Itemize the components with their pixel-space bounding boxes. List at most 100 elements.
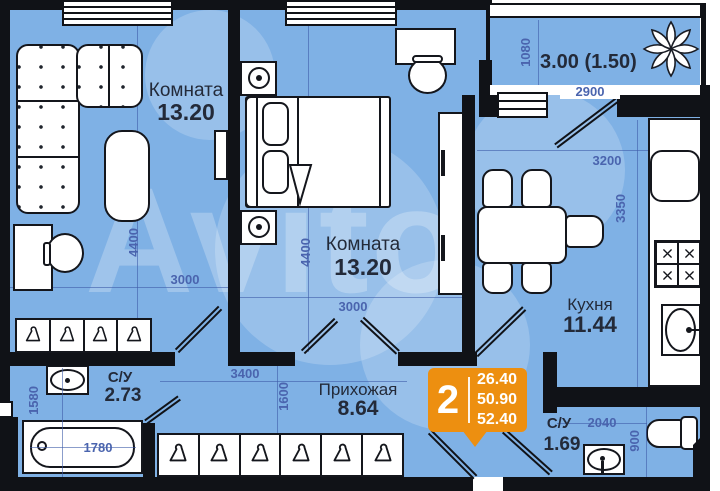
wall-right-thick — [693, 445, 710, 491]
bathtub-drain — [37, 441, 47, 451]
room2-label: Комната — [325, 234, 401, 255]
speaker-nightstand — [240, 210, 277, 245]
wall-top — [0, 0, 492, 10]
hallway-area: 8.64 — [337, 397, 379, 420]
hallway-label: Прихожая — [318, 380, 398, 399]
dim-line — [557, 423, 647, 424]
wall-left-thick — [0, 417, 18, 477]
wardrobe-handle — [441, 150, 445, 176]
dim-line — [62, 368, 63, 477]
bathroom1-label: С/У — [107, 369, 133, 386]
dim-line — [277, 358, 278, 433]
sofa-vertical-section — [16, 44, 80, 214]
hanger-icon — [206, 442, 232, 468]
wall-left — [0, 0, 10, 477]
bathroom-sink-faucet — [65, 378, 70, 383]
window-room1 — [62, 0, 173, 26]
bathroom2-label: С/У — [546, 415, 572, 432]
dim-line — [30, 447, 136, 448]
stove-burner — [656, 264, 678, 286]
hanger-icon — [123, 325, 145, 347]
sofa-cushion-line — [108, 46, 110, 106]
blanket-fold — [288, 164, 313, 206]
wall-hallway-a — [10, 352, 175, 366]
dim-hallway-height: 1600 — [276, 382, 291, 411]
wall-bathroom2-top — [557, 387, 700, 407]
badge-areas: 26.40 50.90 52.40 — [477, 370, 517, 430]
dim-balcony-depth: 1080 — [518, 38, 533, 67]
kitchen-sink-faucet — [686, 327, 692, 333]
closet-cell — [197, 433, 241, 477]
closet-cell — [157, 433, 200, 477]
speaker-dot — [256, 75, 262, 81]
closet-hallway — [157, 433, 404, 477]
dim-room1-height: 4400 — [126, 228, 141, 257]
desk-chair-back — [43, 242, 51, 266]
closet-cell — [238, 433, 282, 477]
speaker-dot — [256, 224, 262, 230]
dim-bathtub: 1780 — [83, 440, 113, 455]
closet-cell — [361, 433, 404, 477]
wall-bathroom2-stub — [543, 352, 557, 413]
fridge — [650, 150, 700, 202]
dim-room1-width: 3000 — [170, 272, 200, 287]
tv-panel — [214, 130, 228, 180]
wall-niche — [0, 401, 13, 418]
window-kitchen-balcony — [497, 92, 548, 118]
hanger-icon — [165, 442, 191, 468]
bathroom1-area: 2.73 — [104, 385, 142, 406]
hanger-icon — [370, 442, 396, 468]
pillow — [262, 150, 289, 194]
dim-bathroom2-width: 2040 — [587, 415, 617, 430]
wall-bottom-right — [503, 477, 710, 491]
badge-divider — [468, 377, 470, 423]
dim-balcony-width: 2900 — [560, 85, 620, 99]
dim-hallway-width: 3400 — [230, 366, 260, 381]
wall-right — [700, 85, 710, 491]
kitchen-sink-faucet-line — [691, 329, 701, 331]
hanger-icon — [247, 442, 273, 468]
wall-bathroom1-right — [143, 423, 155, 477]
wall-bottom-left — [0, 477, 473, 491]
balcony-wall-left — [486, 3, 490, 87]
dim-room2-height: 4400 — [298, 238, 313, 267]
closet-cell — [15, 318, 51, 353]
kitchen-label: Кухня — [567, 295, 613, 314]
badge-total-area: 52.40 — [477, 411, 518, 428]
dim-kitchen-height: 3350 — [613, 194, 628, 223]
pillow — [262, 102, 289, 146]
desk — [395, 28, 456, 65]
blanket-edge — [297, 98, 299, 206]
closet-cell — [279, 433, 323, 477]
dim-line — [160, 381, 407, 382]
wall-divider-rooms — [228, 10, 240, 352]
dim-bathroom2-height: 900 — [627, 430, 642, 452]
dining-chair — [565, 215, 604, 248]
wall-chamfer — [693, 428, 710, 445]
bathroom2-area: 1.69 — [543, 434, 581, 455]
balcony-railing — [488, 3, 702, 18]
hanger-icon — [329, 442, 355, 468]
sofa-cushion-line — [18, 100, 78, 102]
closet-cell — [320, 433, 364, 477]
bed-headboard — [245, 96, 258, 208]
wall-balcony-seg-right — [617, 95, 710, 117]
stove-burner — [678, 242, 700, 264]
dim-bathroom1-height: 1580 — [26, 386, 41, 415]
sofa-cushion-line — [18, 156, 78, 158]
dim-room2-width: 3000 — [338, 299, 368, 314]
hanger-icon — [22, 325, 44, 347]
coffee-table — [104, 130, 150, 222]
dining-chair — [482, 262, 513, 294]
dim-line — [10, 287, 228, 288]
badge-living-area: 26.40 — [477, 371, 518, 388]
entrance-opening — [473, 477, 503, 491]
stove-burner — [656, 242, 678, 264]
closet-cell — [48, 318, 85, 353]
dim-line — [240, 297, 462, 298]
desk-chair — [408, 57, 447, 94]
hanger-icon — [89, 325, 111, 347]
dining-chair — [521, 262, 552, 294]
dim-line — [637, 120, 638, 387]
